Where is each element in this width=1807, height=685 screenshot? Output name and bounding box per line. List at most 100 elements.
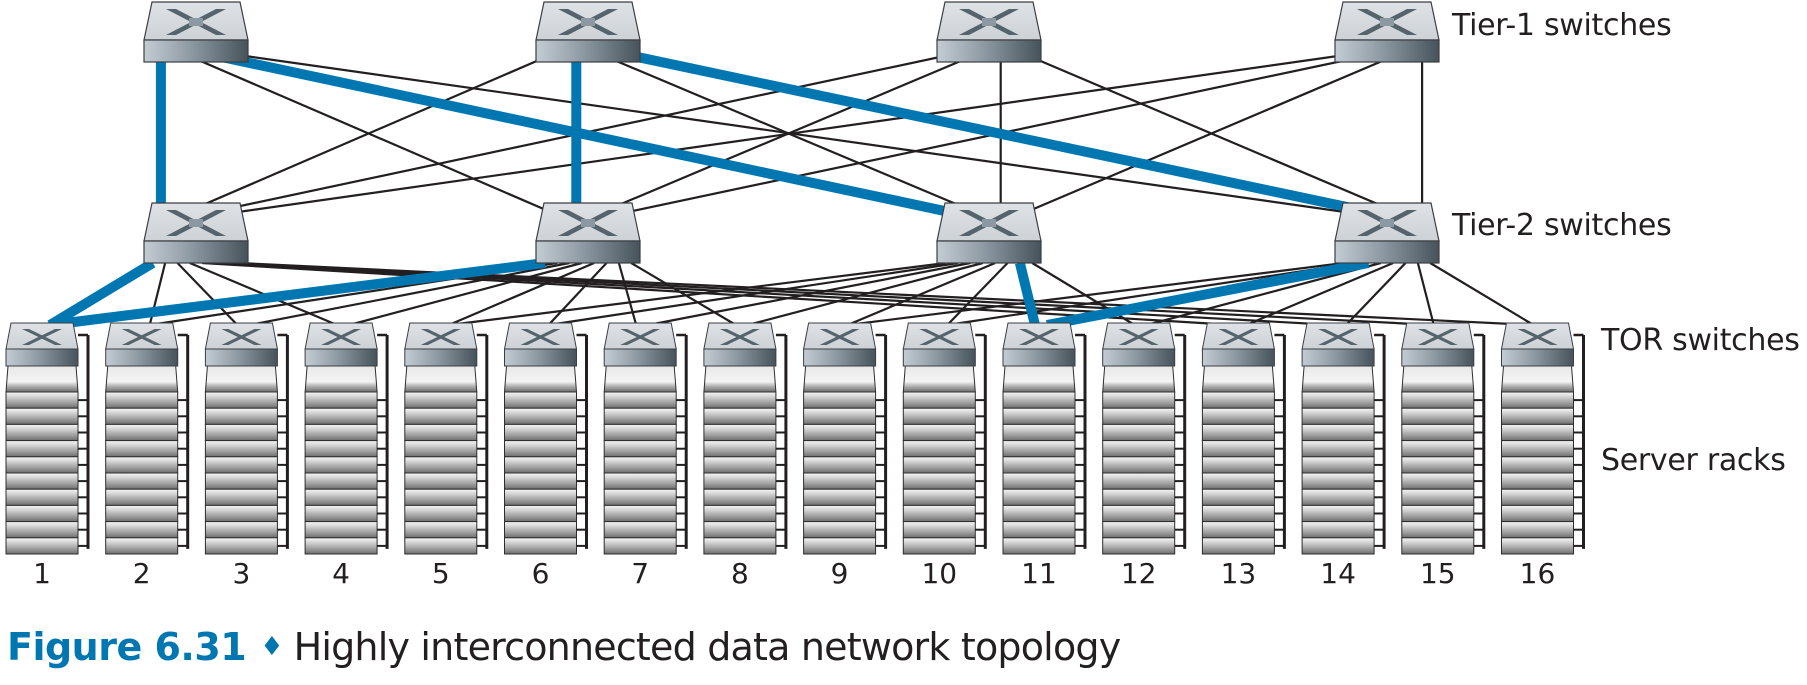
switch-cross-icon <box>1417 329 1458 345</box>
rack-number-16: 16 <box>1519 557 1556 590</box>
switch-cross-icon <box>919 329 960 345</box>
server-unit <box>404 407 478 425</box>
server-unit <box>603 472 677 490</box>
server-unit <box>1201 488 1275 506</box>
server-unit <box>1301 488 1375 506</box>
tor-switch-5 <box>404 322 478 367</box>
server-unit <box>1102 456 1176 474</box>
switch-cross-icon <box>121 329 162 345</box>
switch-front-face <box>404 348 478 367</box>
switch-cross-icon <box>221 329 262 345</box>
highlight-link <box>1046 258 1370 330</box>
switch-front-face <box>803 348 877 367</box>
server-unit <box>1301 407 1375 425</box>
server-unit <box>105 365 179 393</box>
rack-number-1: 1 <box>33 557 51 590</box>
rack-number-12: 12 <box>1120 557 1157 590</box>
server-unit <box>703 407 777 425</box>
server-unit <box>902 365 976 393</box>
tier2-tor-link <box>647 261 971 327</box>
tor-switch-2 <box>105 322 179 367</box>
server-unit <box>304 521 378 539</box>
tier1-switch-1 <box>143 1 249 63</box>
tier2-tor-link <box>1245 261 1394 327</box>
switch-cross-icon <box>719 329 760 345</box>
tier2-tor-link <box>847 261 1344 327</box>
server-unit <box>1002 407 1076 425</box>
server-unit <box>703 521 777 539</box>
rack-number-4: 4 <box>332 557 350 590</box>
server-unit <box>703 365 777 393</box>
server-unit <box>1401 391 1475 409</box>
server-rack-9 <box>803 333 888 555</box>
server-unit <box>1002 504 1076 523</box>
server-rack-15 <box>1401 333 1486 555</box>
server-unit <box>204 537 278 555</box>
server-unit <box>1201 407 1275 425</box>
server-unit <box>803 537 877 555</box>
server-unit <box>1201 391 1275 409</box>
server-unit <box>5 488 79 506</box>
server-unit <box>902 521 976 539</box>
server-unit <box>902 537 976 555</box>
server-rack-8 <box>703 333 788 555</box>
tier2-switch-1 <box>143 202 249 264</box>
server-rack-11 <box>1002 333 1087 555</box>
rack-number-2: 2 <box>132 557 151 590</box>
server-unit <box>204 365 278 393</box>
tier1-switch-2 <box>535 1 641 63</box>
server-unit <box>503 365 578 393</box>
server-unit <box>5 407 79 425</box>
figure-number: Figure 6.31 <box>7 625 247 669</box>
server-unit <box>603 423 677 442</box>
switch-front-face <box>1401 348 1475 367</box>
switch-cross-icon <box>558 210 618 236</box>
server-unit <box>803 440 877 458</box>
server-rack-13 <box>1201 333 1286 555</box>
server-unit <box>5 521 79 539</box>
server-unit <box>105 521 179 539</box>
server-unit <box>1201 472 1275 490</box>
server-unit <box>5 456 79 474</box>
server-unit <box>504 391 577 409</box>
figure-title: Highly interconnected data network topol… <box>293 625 1122 669</box>
server-unit <box>1301 537 1375 555</box>
tor-switch-4 <box>304 322 378 367</box>
switch-front-face <box>1334 240 1440 264</box>
server-unit <box>5 391 79 409</box>
server-unit <box>1501 407 1574 425</box>
server-unit <box>1002 488 1076 506</box>
server-unit <box>1201 456 1275 474</box>
server-unit <box>304 440 378 458</box>
highlight-link <box>1015 261 1040 327</box>
server-unit <box>1501 391 1574 409</box>
server-unit <box>105 504 179 523</box>
server-unit <box>1401 472 1475 490</box>
server-unit <box>1500 365 1575 393</box>
server-unit <box>1401 537 1475 555</box>
rack-number-7: 7 <box>631 557 650 590</box>
server-unit <box>504 504 577 523</box>
tier2-switch-4 <box>1334 202 1440 264</box>
switch-front-face <box>504 348 577 367</box>
server-unit <box>1102 521 1176 539</box>
highlight-link <box>622 49 1377 218</box>
server-unit <box>703 537 777 555</box>
server-unit <box>603 521 677 539</box>
figure-caption: Figure 6.31♦Highly interconnected data n… <box>7 625 1122 669</box>
server-unit <box>404 423 478 442</box>
server-unit <box>204 488 278 506</box>
server-unit <box>603 456 677 474</box>
server-unit <box>5 423 79 442</box>
server-unit <box>304 365 378 393</box>
server-unit <box>304 488 378 506</box>
server-unit <box>5 365 79 393</box>
server-unit <box>1401 423 1475 442</box>
tier2-tor-link <box>1429 262 1535 326</box>
server-unit <box>204 440 278 458</box>
server-unit <box>504 472 577 490</box>
highlighted-path-layer <box>47 49 1377 330</box>
switch-cross-icon <box>1218 329 1259 345</box>
switch-front-face <box>143 39 249 63</box>
server-unit <box>803 423 877 442</box>
